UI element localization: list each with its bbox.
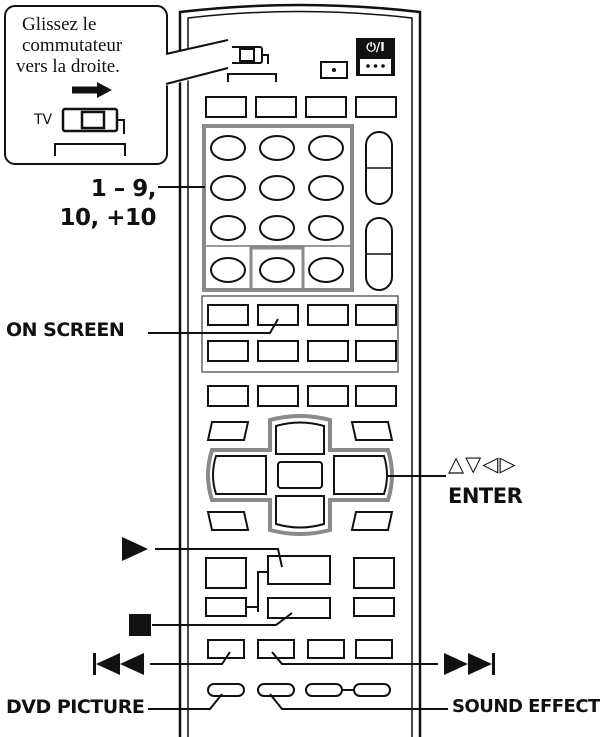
num-button-8[interactable] [259,215,295,241]
slide-right-arrow-icon [97,82,112,98]
menu-button-8[interactable] [355,340,397,362]
top-button-3[interactable] [305,96,347,118]
play-icon [122,537,148,561]
nav-left-button[interactable] [212,455,267,495]
menu-button-7[interactable] [307,340,349,362]
slant-button-bl[interactable] [206,511,250,531]
skip-row-button-4[interactable] [355,639,393,659]
remote-inner-outline [187,10,413,737]
skip-back-icon [93,653,144,675]
tv-switch-knob [239,48,255,62]
skip-row-button-3[interactable] [307,639,345,659]
nav-cross-outline [206,414,394,536]
num-button-3[interactable] [308,135,344,161]
skip-forward-icon [444,653,495,675]
func-button-4[interactable] [355,385,397,407]
on-screen-button[interactable] [257,304,299,326]
num-button-6[interactable] [308,175,344,201]
callout-tv-label: TV [34,112,53,128]
num-button-plus10[interactable] [308,257,344,283]
func-button-2[interactable] [257,385,299,407]
play-button[interactable] [267,555,331,585]
menu-button-3[interactable] [307,304,349,326]
dvd-picture-button[interactable] [207,683,245,697]
num-button-2[interactable] [259,135,295,161]
slant-button-tl[interactable] [206,421,250,441]
on-screen-label: ON SCREEN [6,319,125,341]
callout-line-1: Glissez le [22,14,97,35]
num-button-7[interactable] [210,215,246,241]
switch-bracket [227,73,277,82]
num-button-1[interactable] [210,135,246,161]
transport-right-upper[interactable] [353,557,395,589]
dvd-picture-label: DVD PICTURE [6,696,145,718]
sound-effect-label: SOUND EFFECT [452,696,600,717]
stop-button[interactable] [267,597,331,619]
callout-line-2: commutateur [22,35,123,56]
callout-line-3: vers la droite. [16,56,120,77]
slant-button-tr[interactable] [350,421,394,441]
numpad-group [202,124,354,292]
numbers-label-line-1: 1 – 9, [90,176,157,202]
top-button-2[interactable] [255,96,297,118]
transport-left-lower[interactable] [205,597,247,617]
num-button-10[interactable] [259,257,295,283]
nav-right-button[interactable] [333,455,388,495]
func-button-3[interactable] [307,385,349,407]
stop-icon [129,614,151,636]
menu-button-5[interactable] [207,340,249,362]
num-button-5[interactable] [259,175,295,201]
num-button-extra[interactable] [210,257,246,283]
sound-effect-button[interactable] [257,683,295,697]
skip-back-button[interactable] [207,639,245,659]
top-button-1[interactable] [205,96,247,118]
menu-button-6[interactable] [257,340,299,362]
remote-outline [178,3,422,737]
bottom-button-3[interactable] [305,683,343,697]
nav-arrows-label: △▽◁▷ [448,452,517,476]
transport-right-lower[interactable] [353,597,395,617]
nav-down-button[interactable] [275,495,325,529]
power-label: ⏻/I [366,40,385,54]
nav-up-button[interactable] [275,421,325,455]
top-button-4[interactable] [355,96,397,118]
menu-button-1[interactable] [207,304,249,326]
slant-button-br[interactable] [350,511,394,531]
menu-button-4[interactable] [355,304,397,326]
numbers-label-line-2: 10, +10 [59,205,156,231]
enter-label: ENTER [448,484,523,508]
num-button-9[interactable] [308,215,344,241]
transport-left-upper[interactable] [205,557,247,589]
callout-switch-knob [80,110,106,130]
bottom-button-4[interactable] [353,683,391,697]
num-button-4[interactable] [210,175,246,201]
enter-button[interactable] [277,461,323,489]
func-button-1[interactable] [207,385,249,407]
